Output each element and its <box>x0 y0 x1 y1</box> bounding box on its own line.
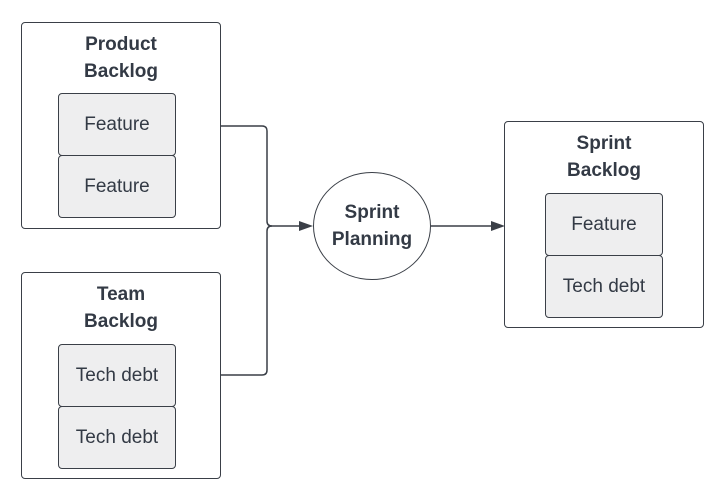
product-backlog-connector <box>221 125 300 227</box>
product-backlog-item-2: Feature <box>58 155 176 218</box>
arrowhead-to-sprint-planning <box>299 221 313 231</box>
product-backlog-title: Product Backlog <box>22 31 220 85</box>
sprint-planning-node: Sprint Planning <box>313 172 431 280</box>
team-backlog-item-2: Tech debt <box>58 406 176 469</box>
sprint-planning-line2: Planning <box>331 229 413 250</box>
sprint-planning-line1: Sprint <box>344 202 400 223</box>
team-backlog-item-1: Tech debt <box>58 344 176 407</box>
team-backlog-connector <box>221 225 273 376</box>
sprint-backlog-title-line2: Backlog <box>567 160 641 181</box>
product-backlog-title-line2: Backlog <box>84 61 158 82</box>
sprint-backlog-item-2: Tech debt <box>545 255 663 318</box>
sprint-backlog-item-1: Feature <box>545 193 663 256</box>
product-backlog-item-1: Feature <box>58 93 176 156</box>
sprint-backlog-title-line1: Sprint <box>576 133 632 154</box>
team-backlog-title: Team Backlog <box>22 281 220 335</box>
arrowhead-to-sprint-backlog <box>491 221 505 231</box>
team-backlog-title-line1: Team <box>96 284 146 305</box>
product-backlog-title-line1: Product <box>85 34 157 55</box>
team-backlog-title-line2: Backlog <box>84 311 158 332</box>
sprint-backlog-title: Sprint Backlog <box>505 130 703 184</box>
